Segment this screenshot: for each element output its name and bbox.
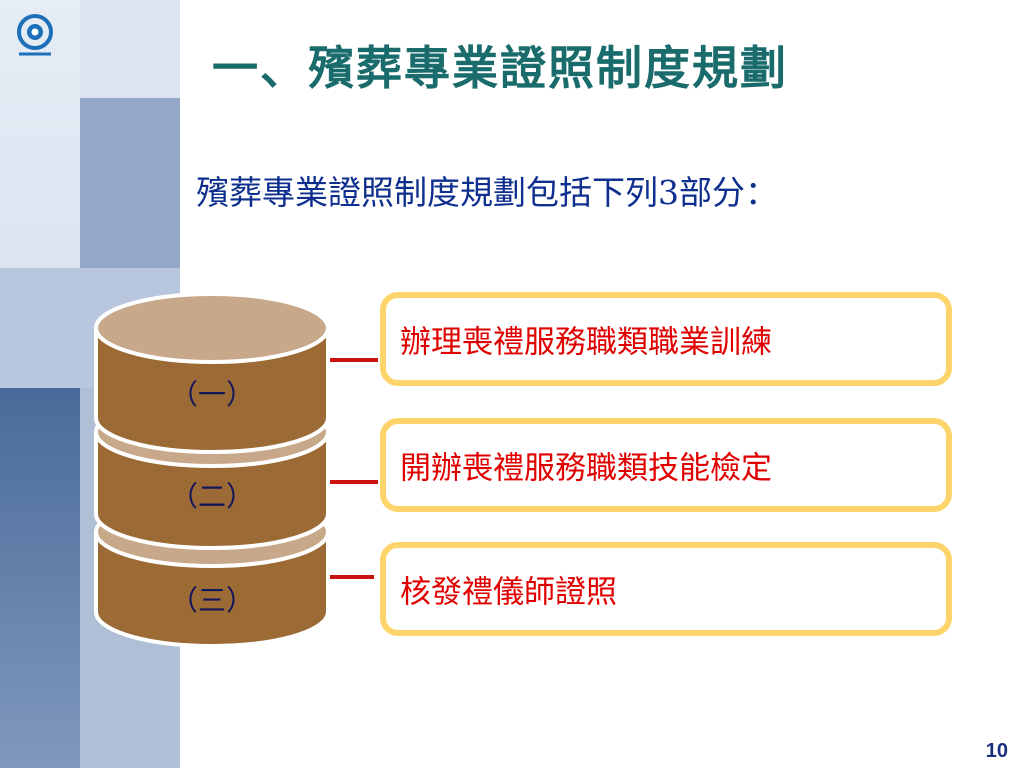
cylinder-3-label: （三） (169, 584, 254, 617)
item-box-1: 辦理喪禮服務職類職業訓練 (380, 292, 952, 386)
database-cylinder-stack (94, 292, 330, 648)
cylinder-1 (94, 292, 330, 454)
connector-line-1 (330, 358, 378, 362)
cylinder-1-label: （一） (169, 378, 254, 411)
connector-line-2 (330, 480, 378, 484)
page-number: 10 (985, 740, 1008, 762)
ministry-logo (17, 14, 53, 56)
cylinder-2-label: （二） (169, 480, 254, 513)
connector-line-3 (330, 575, 374, 579)
item-box-3: 核發禮儀師證照 (380, 542, 952, 636)
item-text-1: 辦理喪禮服務職類職業訓練 (400, 324, 772, 361)
decorative-side-band (0, 0, 180, 768)
item-box-2: 開辦喪禮服務職類技能檢定 (380, 418, 952, 512)
slide-subtitle: 殯葬專業證照制度規劃包括下列3部分： (196, 173, 778, 212)
item-text-3: 核發禮儀師證照 (400, 574, 617, 611)
item-text-2: 開辦喪禮服務職類技能檢定 (400, 450, 772, 487)
slide-title: 一、殯葬專業證照制度規劃 (212, 41, 788, 95)
